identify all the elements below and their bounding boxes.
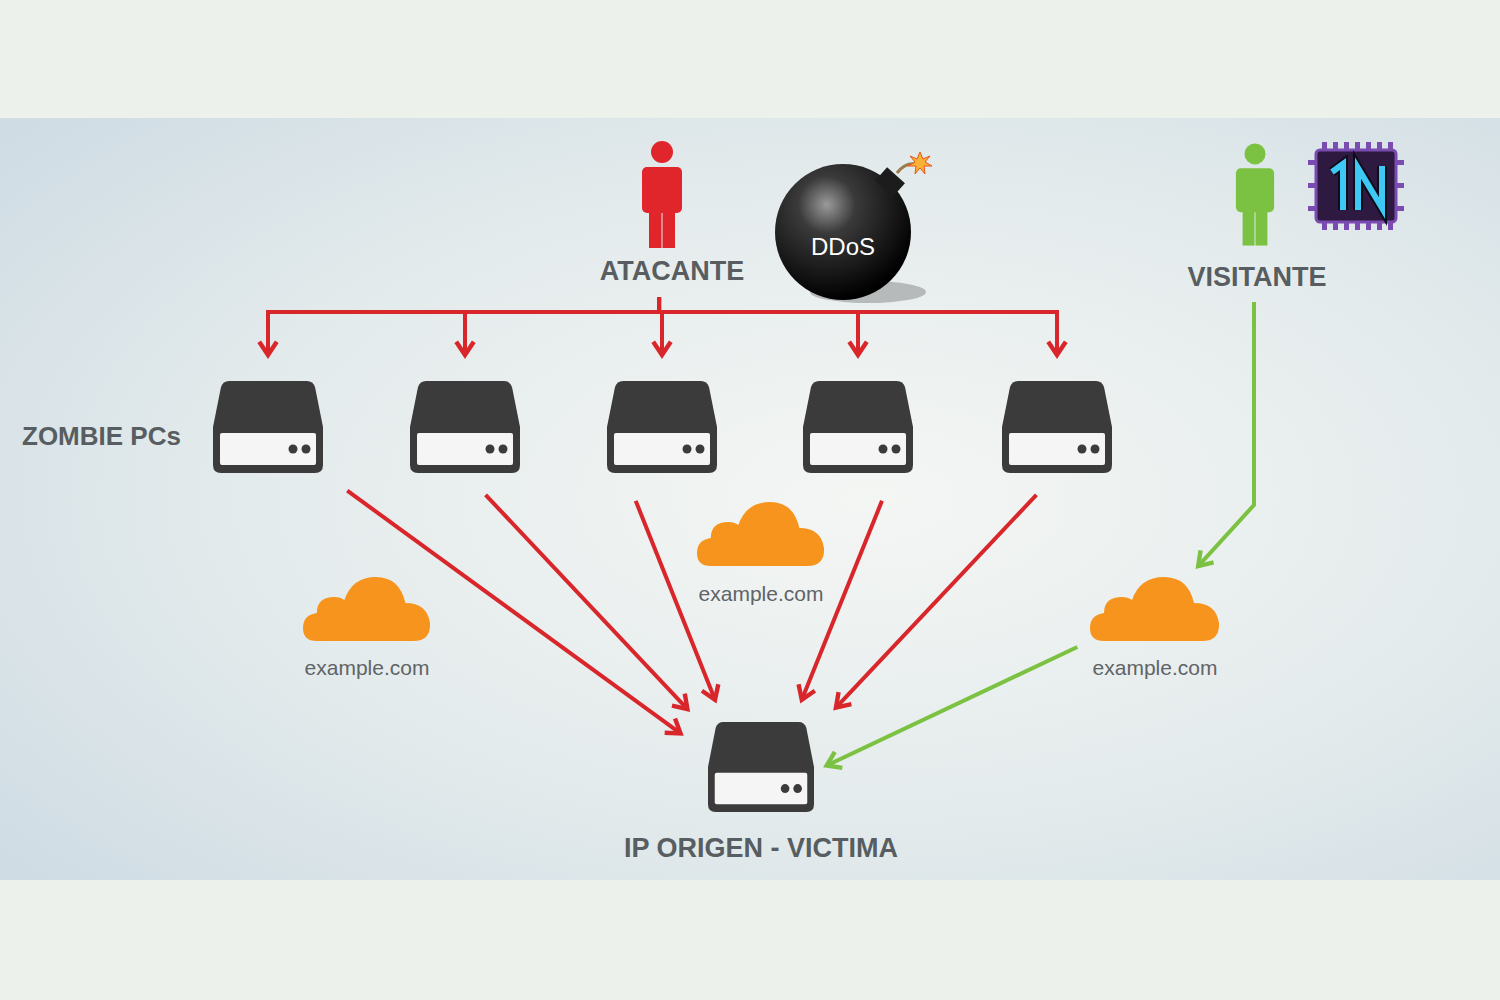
attack-arrow bbox=[659, 297, 1057, 355]
cloud-proxy: example.com bbox=[697, 500, 825, 566]
top-margin bbox=[0, 0, 1500, 118]
node-label: DDoS bbox=[811, 233, 875, 262]
node-label: VISITANTE bbox=[1187, 261, 1326, 293]
attack-arrow bbox=[465, 297, 659, 355]
attack-arrow bbox=[836, 495, 1036, 708]
ddos-bomb: DDoS bbox=[770, 160, 920, 305]
server-icon bbox=[607, 381, 717, 473]
bomb-icon bbox=[770, 160, 920, 305]
node-label: example.com bbox=[305, 655, 430, 680]
logo-chip bbox=[1308, 142, 1404, 230]
cloud-icon bbox=[303, 575, 431, 641]
zombie-server bbox=[607, 381, 717, 473]
group-label: ZOMBIE PCs bbox=[22, 421, 181, 452]
cloud-icon bbox=[1090, 575, 1220, 641]
attack-arrow bbox=[486, 495, 688, 709]
attack-arrow bbox=[659, 297, 858, 355]
server-icon bbox=[708, 722, 814, 812]
victim-server: IP ORIGEN - VICTIMA bbox=[708, 722, 814, 812]
attacker-figure: ATACANTE bbox=[587, 135, 757, 297]
node-label: IP ORIGEN - VICTIMA bbox=[624, 832, 898, 864]
cloud-proxy: example.com bbox=[303, 575, 431, 641]
server-icon bbox=[1002, 381, 1112, 473]
node-label: example.com bbox=[699, 581, 824, 606]
visitor-figure: VISITANTE bbox=[1170, 135, 1345, 302]
attack-arrow bbox=[659, 297, 662, 355]
server-icon bbox=[410, 381, 520, 473]
zombie-server bbox=[410, 381, 520, 473]
node-label: example.com bbox=[1093, 655, 1218, 680]
zombie-server bbox=[803, 381, 913, 473]
attack-arrow bbox=[1198, 302, 1254, 566]
bottom-margin bbox=[0, 880, 1500, 1000]
zombie-server bbox=[1002, 381, 1112, 473]
attack-arrow bbox=[268, 297, 659, 355]
server-icon bbox=[213, 381, 323, 473]
cloud-proxy: example.com bbox=[1090, 575, 1220, 641]
cloud-icon bbox=[697, 500, 825, 566]
zombie-server bbox=[213, 381, 323, 473]
person-icon bbox=[640, 140, 684, 248]
attack-arrow bbox=[827, 647, 1078, 766]
diagram-band bbox=[0, 118, 1500, 880]
server-icon bbox=[803, 381, 913, 473]
person-icon bbox=[1234, 140, 1276, 248]
node-label: ATACANTE bbox=[600, 255, 744, 287]
